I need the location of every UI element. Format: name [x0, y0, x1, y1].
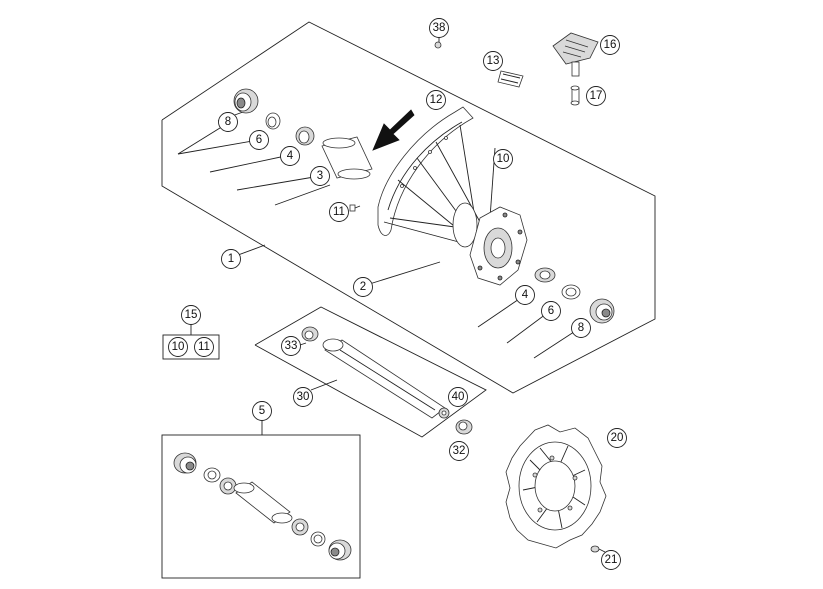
- callout-21: 21: [601, 550, 621, 570]
- svg-text:3: 3: [317, 170, 323, 182]
- svg-text:32: 32: [453, 445, 466, 457]
- svg-text:10: 10: [497, 153, 510, 165]
- part-40-washer: [438, 407, 450, 419]
- callout-13: 13: [483, 51, 503, 71]
- svg-text:4: 4: [287, 150, 294, 162]
- part-4-bearing-bottom: [534, 267, 556, 283]
- kit-5-bearing-seal-left: [173, 452, 197, 474]
- bearing-kit-5-box: [161, 420, 361, 579]
- part-11-spoke-nipple: [349, 204, 361, 212]
- callout-1: 1: [221, 249, 241, 269]
- svg-text:8: 8: [578, 322, 584, 334]
- svg-text:20: 20: [611, 432, 624, 444]
- callout-8-top: 8: [218, 112, 238, 132]
- rotation-direction-arrow: [372, 109, 415, 151]
- svg-text:33: 33: [285, 340, 298, 352]
- svg-text:38: 38: [433, 22, 446, 34]
- svg-text:11: 11: [198, 341, 210, 353]
- part-8-bearing-seal-top: [233, 88, 259, 114]
- part-6-spacer-ring-top: [265, 112, 281, 130]
- callout-17: 17: [586, 86, 606, 106]
- callout-30: 30: [293, 387, 313, 407]
- callout-10-kit: 10: [168, 337, 188, 357]
- svg-text:2: 2: [360, 281, 366, 293]
- svg-text:21: 21: [605, 554, 618, 566]
- callout-11-kit: 11: [194, 337, 214, 357]
- kit-5-spacer-ring-left: [203, 467, 221, 483]
- part-6-spacer-ring-bottom: [561, 284, 581, 300]
- callout-3: 3: [310, 166, 330, 186]
- callout-2: 2: [353, 277, 373, 297]
- leader-lines-right: [477, 294, 581, 359]
- leader-lines-left: [177, 111, 441, 287]
- svg-text:15: 15: [185, 309, 198, 321]
- callout-32: 32: [449, 441, 469, 461]
- part-32-axle-clamp: [455, 419, 473, 435]
- svg-text:30: 30: [297, 391, 310, 403]
- kit-15-box: [162, 324, 220, 360]
- kit-5-bearing-seal-right: [328, 539, 352, 561]
- part-13-spoke-decal: [497, 70, 524, 88]
- kit-5-bearing-right: [291, 518, 309, 536]
- svg-text:6: 6: [256, 134, 262, 146]
- callout-33: 33: [281, 336, 301, 356]
- axle-assembly-frame: [254, 306, 487, 438]
- callout-15: 15: [181, 305, 201, 325]
- part-3-distance-sleeve: [321, 136, 373, 180]
- callout-10-spokes: 10: [493, 149, 513, 169]
- svg-text:8: 8: [225, 116, 231, 128]
- part-38-small-bolt: [434, 37, 442, 49]
- svg-text:13: 13: [487, 55, 500, 67]
- callout-16: 16: [600, 35, 620, 55]
- svg-text:1: 1: [228, 253, 234, 265]
- callout-11-nipple: 11: [329, 202, 349, 222]
- svg-text:16: 16: [604, 39, 617, 51]
- part-30-axle: [322, 338, 446, 419]
- svg-text:17: 17: [590, 90, 603, 102]
- callout-4-top: 4: [280, 146, 300, 166]
- part-8-bearing-seal-bottom: [589, 298, 615, 324]
- kit-5-distance-sleeve: [233, 481, 293, 524]
- kit-5-bearing-left: [219, 477, 237, 495]
- svg-text:40: 40: [452, 391, 465, 403]
- part-4-bearing-top: [295, 126, 315, 146]
- callout-4-bottom: 4: [515, 285, 535, 305]
- part-20-brake-disc: [505, 424, 607, 549]
- svg-text:11: 11: [333, 206, 345, 218]
- part-21-disc-bolt: [590, 545, 606, 553]
- svg-text:10: 10: [172, 341, 185, 353]
- svg-text:6: 6: [548, 305, 554, 317]
- callout-8-bottom: 8: [571, 318, 591, 338]
- callout-5: 5: [252, 401, 272, 421]
- svg-text:12: 12: [430, 94, 443, 106]
- kit-5-spacer-ring-right: [310, 531, 326, 547]
- part-16-valve-cap: [552, 32, 599, 77]
- main-assembly-frame: [161, 21, 656, 394]
- callout-40: 40: [448, 387, 468, 407]
- svg-text:4: 4: [522, 289, 529, 301]
- part-hub: [452, 202, 528, 286]
- callout-20: 20: [607, 428, 627, 448]
- part-17-valve-stem: [570, 85, 580, 106]
- callout-6-top: 6: [249, 130, 269, 150]
- svg-text:5: 5: [259, 405, 265, 417]
- part-33-axle-nut: [301, 326, 319, 342]
- callout-38: 38: [429, 18, 449, 38]
- callout-12: 12: [426, 90, 446, 110]
- callout-6-bottom: 6: [541, 301, 561, 321]
